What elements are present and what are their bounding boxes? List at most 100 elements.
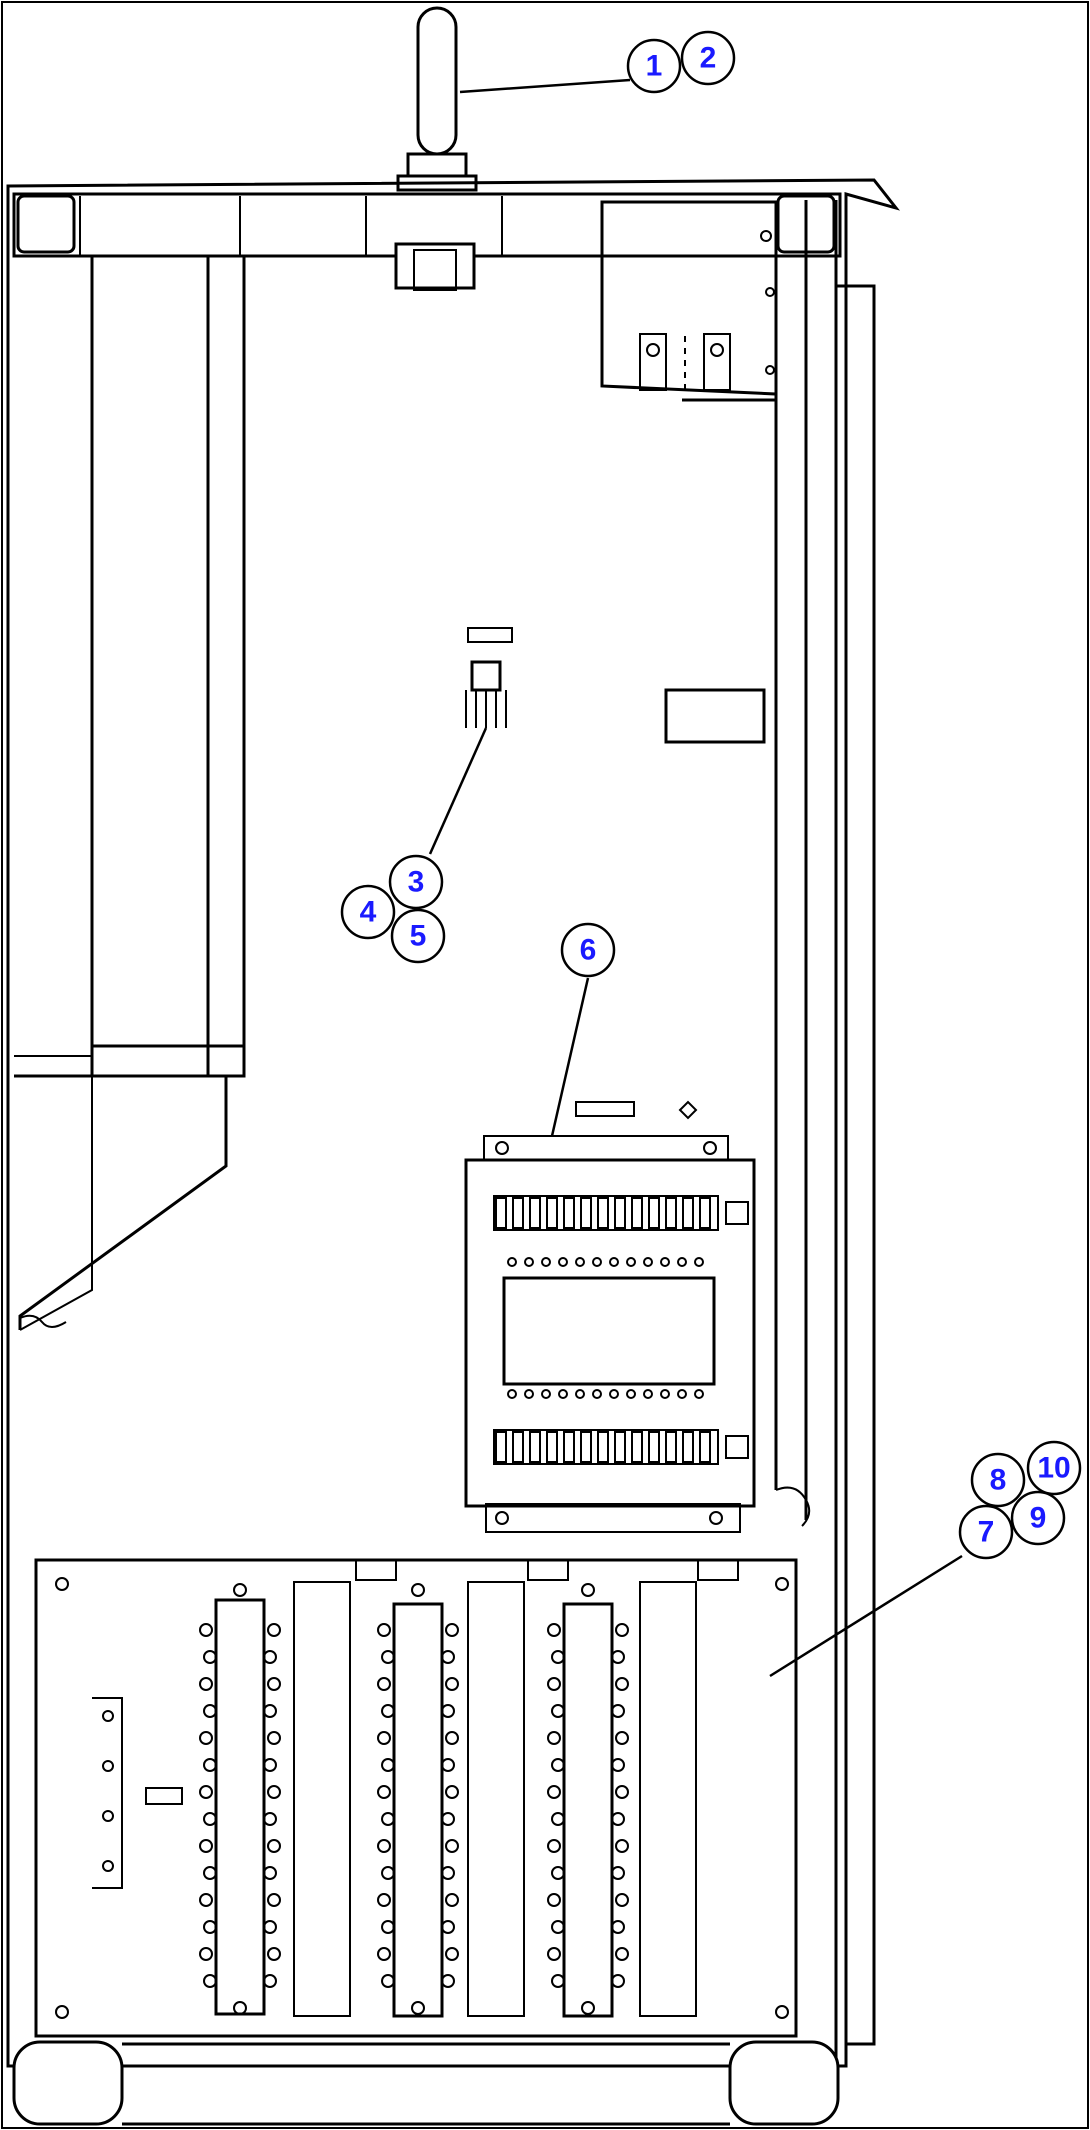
callout-1: 1: [626, 38, 682, 94]
fuse-slot: [614, 1197, 626, 1229]
terminal-screw: [611, 1974, 625, 1988]
fuse-slot: [529, 1197, 541, 1229]
controller-module: [464, 1100, 756, 1533]
fuse-dot: [592, 1389, 602, 1399]
fuse-slot: [631, 1431, 643, 1463]
terminal-screw: [611, 1650, 625, 1664]
terminal-screw: [377, 1785, 391, 1799]
fuse-dot: [558, 1389, 568, 1399]
terminal-screw: [267, 1677, 281, 1691]
fuse-dot: [643, 1257, 653, 1267]
terminal-screw: [199, 1677, 213, 1691]
terminal-screw: [381, 1758, 395, 1772]
callout-10-label: 10: [1037, 1452, 1070, 1485]
terminal-screw: [263, 1650, 277, 1664]
terminal-end-screw: [581, 1583, 595, 1597]
terminal-screw: [199, 1947, 213, 1961]
terminal-screw: [381, 1920, 395, 1934]
terminal-screw: [377, 1623, 391, 1637]
terminal-screw: [547, 1731, 561, 1745]
terminal-screw: [263, 1812, 277, 1826]
terminal-screw: [547, 1785, 561, 1799]
terminal-screw: [615, 1731, 629, 1745]
terminal-screw: [199, 1785, 213, 1799]
terminal-screw: [615, 1947, 629, 1961]
terminal-screw: [263, 1920, 277, 1934]
terminal-screw: [445, 1785, 459, 1799]
terminal-screw: [381, 1866, 395, 1880]
terminal-screw: [611, 1704, 625, 1718]
callout-8-label: 8: [990, 1464, 1007, 1497]
fuse-dot: [660, 1389, 670, 1399]
fuse-slot: [614, 1431, 626, 1463]
terminal-screw: [199, 1893, 213, 1907]
fuse-slot: [580, 1197, 592, 1229]
terminal-screw: [441, 1866, 455, 1880]
terminal-screw: [377, 1731, 391, 1745]
callout-3-label: 3: [408, 866, 425, 899]
leader-lines: [428, 78, 963, 1678]
callout-7: 7: [958, 1504, 1014, 1560]
fuse-dot: [524, 1257, 534, 1267]
terminal-screw: [203, 1704, 217, 1718]
terminal-screw: [615, 1677, 629, 1691]
terminal-dots: [199, 1583, 629, 2015]
callout-4: 4: [340, 884, 396, 940]
terminal-screw: [551, 1704, 565, 1718]
terminal-screw: [203, 1866, 217, 1880]
terminal-screw: [263, 1866, 277, 1880]
fuse-slot: [597, 1197, 609, 1229]
terminal-screw: [445, 1893, 459, 1907]
fuse-dot: [507, 1389, 517, 1399]
fuse-slot: [648, 1431, 660, 1463]
fuse-dot: [609, 1257, 619, 1267]
callout-5-label: 5: [410, 920, 427, 953]
cabinet-body: [6, 178, 901, 2126]
terminal-screw: [267, 1731, 281, 1745]
fuse-dot: [541, 1257, 551, 1267]
terminal-screw: [263, 1974, 277, 1988]
terminal-screw: [445, 1947, 459, 1961]
terminal-screw: [445, 1623, 459, 1637]
terminal-screw: [381, 1704, 395, 1718]
terminal-screw: [203, 1920, 217, 1934]
terminal-screw: [441, 1974, 455, 1988]
fuse-dot: [626, 1389, 636, 1399]
terminal-screw: [377, 1839, 391, 1853]
terminal-screw: [199, 1731, 213, 1745]
fuse-slot: [580, 1431, 592, 1463]
callout-6: 6: [560, 922, 616, 978]
terminal-screw: [199, 1623, 213, 1637]
terminal-screw: [377, 1947, 391, 1961]
terminal-screw: [551, 1650, 565, 1664]
terminal-screw: [377, 1677, 391, 1691]
terminal-screw: [445, 1731, 459, 1745]
fuse-slot: [699, 1197, 711, 1229]
terminal-screw: [381, 1974, 395, 1988]
terminal-screw: [547, 1677, 561, 1691]
terminal-screw: [381, 1650, 395, 1664]
terminal-screw: [267, 1623, 281, 1637]
terminal-screw: [441, 1650, 455, 1664]
terminal-screw: [267, 1893, 281, 1907]
terminal-end-screw: [411, 2001, 425, 2015]
fuse-slot: [546, 1197, 558, 1229]
terminal-screw: [203, 1812, 217, 1826]
terminal-screw: [381, 1812, 395, 1826]
terminal-screw: [441, 1704, 455, 1718]
terminal-screw: [547, 1893, 561, 1907]
terminal-end-screw: [233, 1583, 247, 1597]
callout-2: 2: [680, 30, 736, 86]
fuse-dot: [643, 1389, 653, 1399]
fuse-slot: [546, 1431, 558, 1463]
fuse-dot: [626, 1257, 636, 1267]
terminal-screw: [611, 1812, 625, 1826]
fuse-slot: [597, 1431, 609, 1463]
terminal-screw: [615, 1839, 629, 1853]
terminal-screw: [611, 1920, 625, 1934]
terminal-screw: [203, 1974, 217, 1988]
fuse-slot: [699, 1431, 711, 1463]
terminal-screw: [263, 1758, 277, 1772]
